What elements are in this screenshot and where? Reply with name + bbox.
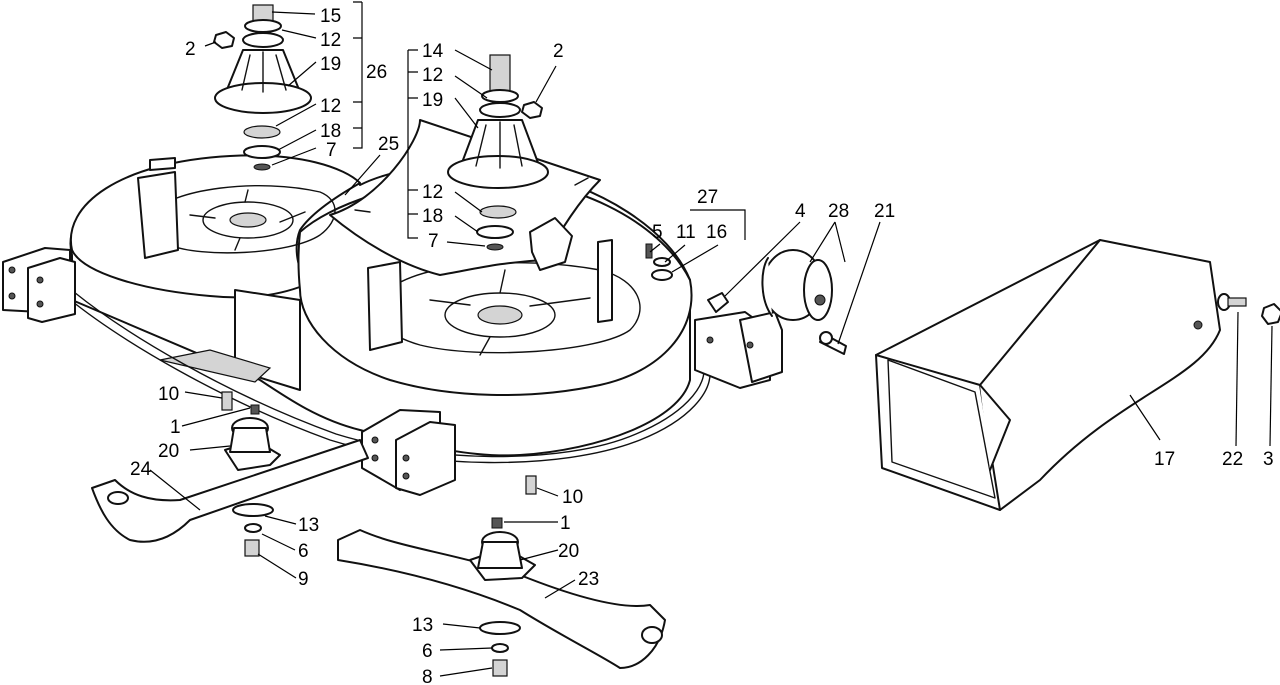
callout-12: 12 <box>422 182 443 203</box>
callout-5: 5 <box>652 222 663 243</box>
callout-10: 10 <box>562 487 583 508</box>
callout-18: 18 <box>422 206 443 227</box>
discharge-chute <box>875 239 1221 511</box>
callout-25: 25 <box>378 134 399 155</box>
callout-9: 9 <box>298 569 309 590</box>
chute-nut <box>1261 303 1280 325</box>
callout-12: 12 <box>422 65 443 86</box>
anti-scalp-wheel <box>761 249 833 321</box>
leader-lines <box>149 11 1273 677</box>
group-brackets <box>353 1 746 240</box>
chute-bolt <box>1217 293 1247 311</box>
callout-2: 2 <box>185 39 196 60</box>
callout-6: 6 <box>298 541 309 562</box>
height-adjust-hardware <box>597 239 729 323</box>
callout-18: 18 <box>320 121 341 142</box>
callout-4: 4 <box>795 201 806 222</box>
callout-26: 26 <box>366 62 387 83</box>
callout-1: 1 <box>170 417 181 438</box>
callout-24: 24 <box>130 459 152 480</box>
callout-12: 12 <box>320 96 341 117</box>
callout-20: 20 <box>158 441 179 462</box>
callout-2: 2 <box>553 41 564 62</box>
callout-11: 11 <box>676 222 696 243</box>
callout-22: 22 <box>1222 449 1243 470</box>
callout-labels: 15 12 19 26 12 18 7 2 25 14 12 19 2 12 1… <box>130 6 1274 685</box>
left-blade-assembly <box>91 391 369 557</box>
wheel-axle-pin <box>819 331 847 355</box>
callout-7: 7 <box>326 140 337 161</box>
callout-16: 16 <box>706 222 727 243</box>
callout-27: 27 <box>697 187 718 208</box>
callout-19: 19 <box>422 90 443 111</box>
callout-17: 17 <box>1154 449 1175 470</box>
callout-8: 8 <box>422 667 433 685</box>
callout-23: 23 <box>578 569 599 590</box>
callout-20: 20 <box>558 541 579 562</box>
callout-28: 28 <box>828 201 849 222</box>
callout-1: 1 <box>560 513 571 534</box>
callout-14: 14 <box>422 41 444 62</box>
right-spindle-assembly <box>447 54 549 251</box>
callout-10: 10 <box>158 384 179 405</box>
callout-13: 13 <box>412 615 433 636</box>
right-blade-assembly <box>337 475 666 677</box>
left-spindle-assembly <box>213 4 312 171</box>
callout-3: 3 <box>1263 449 1274 470</box>
callout-15: 15 <box>320 6 341 27</box>
callout-12: 12 <box>320 30 341 51</box>
callout-7: 7 <box>428 231 439 252</box>
callout-13: 13 <box>298 515 319 536</box>
callout-6: 6 <box>422 641 433 662</box>
callout-21: 21 <box>874 201 895 222</box>
callout-19: 19 <box>320 54 341 75</box>
